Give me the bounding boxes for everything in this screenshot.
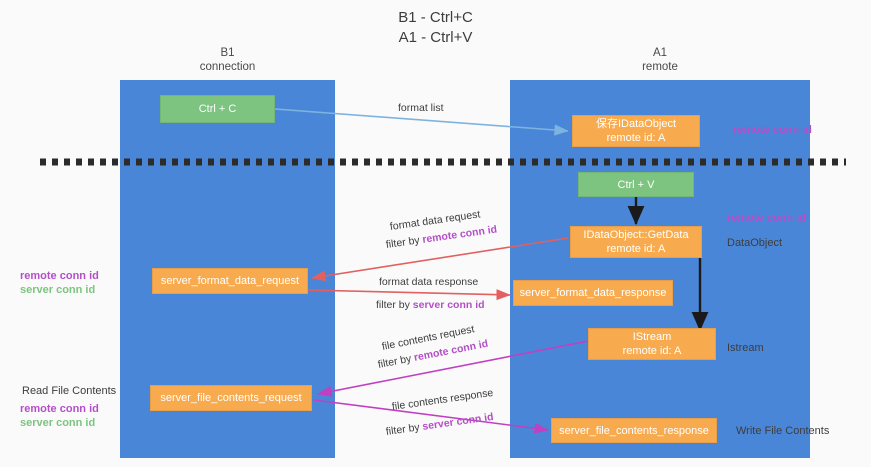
edge-label-file-contents-response-filter: filter by server conn id: [385, 410, 494, 439]
page-title-line-1: B1 - Ctrl+C: [398, 9, 473, 26]
page-title: B1 - Ctrl+C A1 - Ctrl+V: [0, 8, 871, 48]
annotation-right-top-remote-conn-id: remote conn id: [733, 123, 812, 137]
node-server-format-data-response-label: server_format_data_response: [519, 287, 667, 299]
annotation-right-istream: Istream: [727, 341, 764, 355]
arrow-format-data-response: [305, 289, 511, 301]
column-header-a1-name: A1: [652, 47, 668, 59]
node-server-format-data-request[interactable]: server_format_data_request: [152, 268, 308, 294]
node-istream-line2: remote id: A: [622, 345, 682, 357]
annotation-right-mid-remote-conn-id: remote conn id: [727, 211, 806, 225]
node-server-file-contents-response[interactable]: server_file_contents_response: [551, 418, 717, 443]
annotation-text: remote conn id: [733, 124, 812, 136]
annotation-right-write-file-contents: Write File Contents: [736, 424, 829, 438]
node-ctrl-c[interactable]: Ctrl + C: [160, 95, 275, 123]
edge-label-format-data-response-text: format data response: [379, 276, 479, 288]
node-idataobject-getdata-line1: IDataObject::GetData: [583, 229, 689, 241]
annotation-right-dataobject: DataObject: [727, 236, 782, 250]
column-header-a1-role: remote: [642, 61, 678, 73]
annotation-left-low-remote-conn-id: remote conn id: [20, 403, 99, 415]
node-server-format-data-response[interactable]: server_format_data_response: [513, 280, 673, 306]
edge-label-format-list-text: format list: [398, 102, 444, 114]
node-save-idataobject[interactable]: 保存IDataObject remote id: A: [572, 115, 700, 147]
filter-key-server-conn-id: server conn id: [421, 410, 495, 433]
node-save-idataobject-line2: remote id: A: [606, 132, 666, 144]
annotation-text: Istream: [727, 342, 764, 354]
node-idataobject-getdata-line2: remote id: A: [606, 243, 666, 255]
edge-label-format-list: format list: [398, 101, 444, 115]
annotation-text: Read File Contents: [22, 385, 117, 397]
node-server-file-contents-request[interactable]: server_file_contents_request: [150, 385, 312, 411]
annotation-left-read-file-contents: Read File Contents: [22, 384, 116, 398]
edge-label-format-data-response-filter: filter by server conn id: [376, 298, 485, 312]
filter-prefix: filter by: [385, 233, 424, 251]
annotation-left-remote-conn-id: remote conn id: [20, 270, 99, 282]
annotation-left-low-conn-ids: remote conn id server conn id: [20, 402, 99, 430]
node-server-file-contents-response-label: server_file_contents_response: [559, 424, 709, 437]
node-ctrl-c-label: Ctrl + C: [198, 103, 237, 115]
filter-prefix: filter by: [376, 352, 416, 371]
node-idataobject-getdata[interactable]: IDataObject::GetData remote id: A: [570, 226, 702, 258]
annotation-text: Write File Contents: [736, 425, 830, 437]
column-header-a1: A1 remote: [510, 46, 810, 74]
annotation-text: DataObject: [727, 237, 783, 249]
node-ctrl-v[interactable]: Ctrl + V: [578, 172, 694, 197]
annotation-left-low-server-conn-id: server conn id: [20, 417, 96, 429]
column-header-b1-role: connection: [199, 61, 256, 73]
annotation-text: remote conn id: [727, 212, 806, 224]
column-header-b1-name: B1: [220, 47, 235, 59]
edge-label-format-data-response: format data response: [379, 275, 478, 289]
page-title-line-2: A1 - Ctrl+V: [398, 29, 473, 46]
edge-label-file-contents-response: file contents response: [391, 386, 494, 414]
node-istream[interactable]: IStream remote id: A: [588, 328, 716, 360]
filter-key-server-conn-id: server conn id: [412, 299, 485, 311]
node-istream-line1: IStream: [632, 331, 672, 343]
node-save-idataobject-line1: 保存IDataObject: [595, 118, 677, 130]
node-ctrl-v-label: Ctrl + V: [617, 178, 655, 191]
annotation-left-server-conn-id: server conn id: [20, 284, 96, 296]
column-header-b1: B1 connection: [120, 46, 335, 74]
edge-label-file-contents-response-text: file contents response: [391, 386, 494, 413]
filter-prefix: filter by: [385, 420, 424, 438]
annotation-left-conn-ids: remote conn id server conn id: [20, 269, 99, 297]
filter-prefix: filter by: [376, 299, 413, 311]
node-server-file-contents-request-label: server_file_contents_request: [160, 392, 302, 404]
node-server-format-data-request-label: server_format_data_request: [160, 275, 300, 287]
